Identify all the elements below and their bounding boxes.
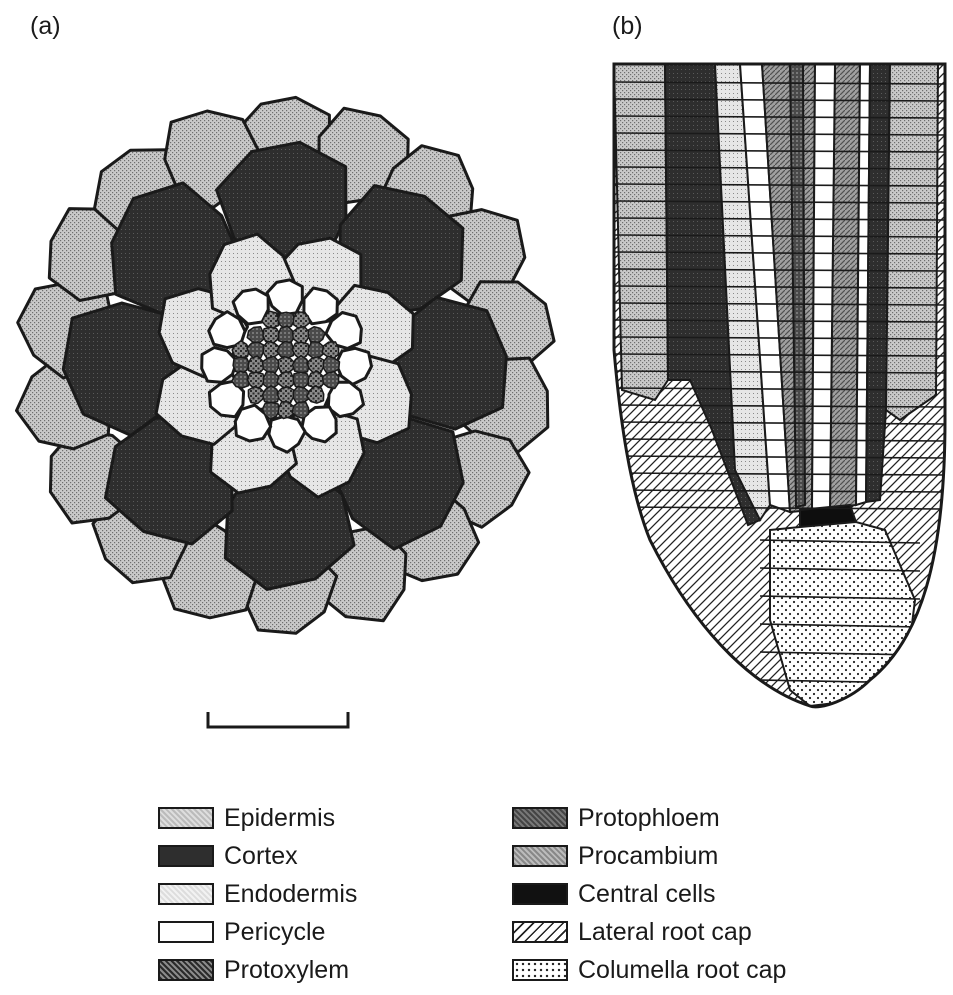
legend-swatch-central — [512, 883, 568, 905]
vascular-cell — [263, 357, 279, 374]
legend-item-lateral: Lateral root cap — [512, 914, 752, 950]
panel-a-label: (a) — [30, 12, 61, 41]
cross-section — [17, 97, 555, 633]
vascular-cell — [307, 357, 324, 374]
vascular-cell — [293, 372, 310, 389]
legend-item-protoxylem: Protoxylem — [158, 952, 349, 988]
legend-label: Protoxylem — [224, 956, 349, 985]
legend-label: Lateral root cap — [578, 918, 752, 947]
legend-label: Protophloem — [578, 804, 720, 833]
vascular-cell — [277, 372, 294, 389]
legend-item-epidermis: Epidermis — [158, 800, 335, 836]
legend-label: Central cells — [578, 880, 716, 909]
vascular-cell — [247, 327, 264, 344]
vascular-cell — [308, 327, 325, 344]
legend-swatch-columella — [512, 959, 568, 981]
vascular-cell — [322, 342, 338, 359]
legend-item-cortex: Cortex — [158, 838, 298, 874]
panel-b-label: (b) — [612, 12, 643, 41]
vascular-cell — [323, 372, 339, 389]
columella-wall — [760, 708, 920, 711]
legend-swatch-epidermis — [158, 807, 214, 829]
legend-label: Procambium — [578, 842, 718, 871]
legend-swatch-procambium — [512, 845, 568, 867]
legend-swatch-endodermis — [158, 883, 214, 905]
legend-label: Epidermis — [224, 804, 335, 833]
vascular-cell — [293, 327, 309, 344]
legend-item-pericycle: Pericycle — [158, 914, 325, 950]
legend-swatch-pericycle — [158, 921, 214, 943]
legend-item-columella: Columella root cap — [512, 952, 786, 988]
legend-swatch-protophloem — [512, 807, 568, 829]
legend-swatch-cortex — [158, 845, 214, 867]
longitudinal-section — [600, 60, 953, 720]
legend-item-protophloem: Protophloem — [512, 800, 720, 836]
legend-item-endodermis: Endodermis — [158, 876, 357, 912]
vascular-cell — [307, 386, 324, 403]
legend-label: Columella root cap — [578, 956, 786, 985]
legend-swatch-lateral — [512, 921, 568, 943]
legend-swatch-protoxylem — [158, 959, 214, 981]
legend-label: Endodermis — [224, 880, 357, 909]
legend-item-procambium: Procambium — [512, 838, 718, 874]
root-anatomy-diagram — [0, 0, 953, 760]
vascular-cell — [232, 371, 249, 388]
vascular-cell — [277, 387, 294, 404]
legend-label: Pericycle — [224, 918, 325, 947]
vascular-cell — [277, 341, 294, 358]
scale-bar — [208, 712, 348, 727]
legend-item-central: Central cells — [512, 876, 716, 912]
legend-label: Cortex — [224, 842, 298, 871]
